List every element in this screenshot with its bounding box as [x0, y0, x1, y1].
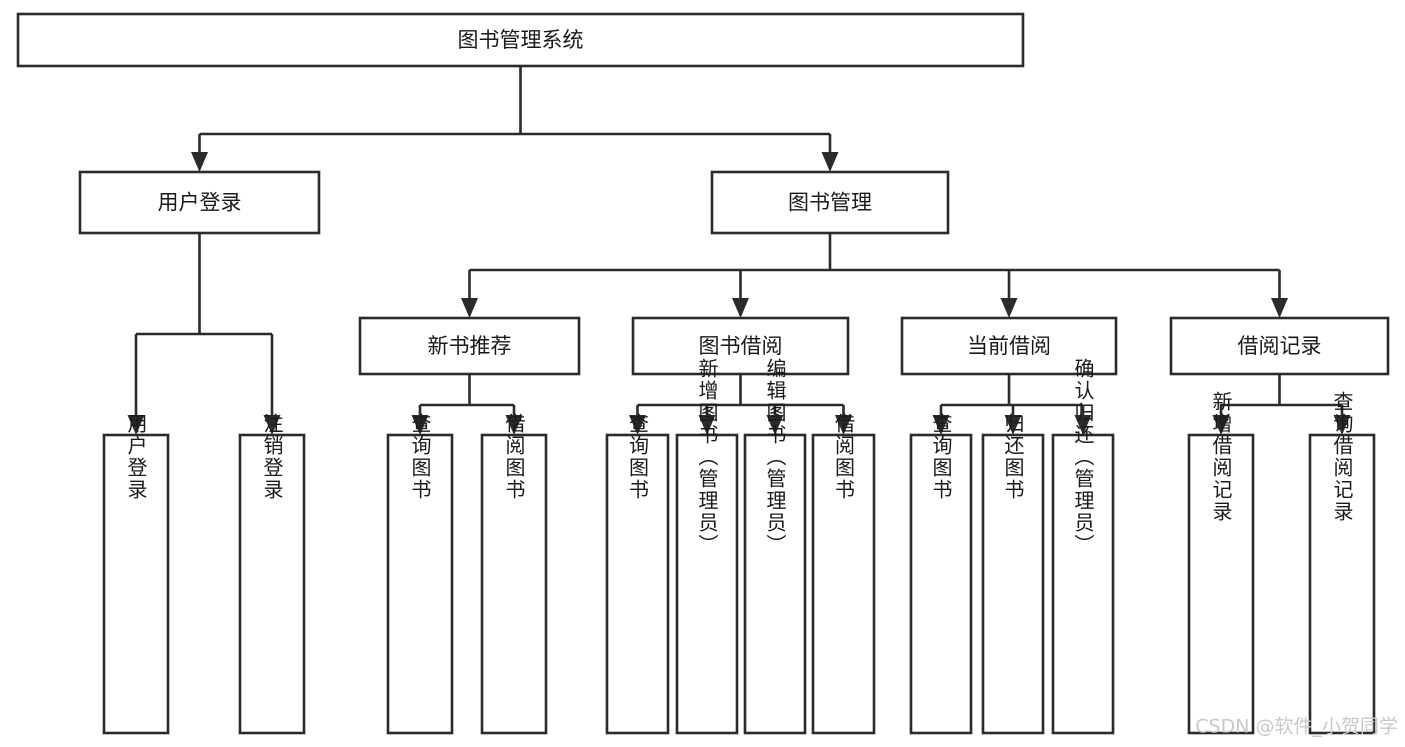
arrow-head-icon	[629, 415, 646, 435]
csdn-watermark: CSDN @软件_小贺同学	[1195, 716, 1398, 738]
leaf-node-8[interactable]: 借阅图书	[811, 413, 876, 735]
leaf-node-label: 确认归还（管理员）	[1071, 358, 1095, 556]
leaf-node-2[interactable]: 注销登录	[238, 413, 306, 735]
leaf-node-rect[interactable]	[811, 433, 876, 735]
level3-node-label: 借阅记录	[1238, 334, 1322, 358]
leaf-node-label: 编辑图书（管理员）	[763, 358, 787, 556]
level3-node-label: 图书借阅	[699, 334, 783, 358]
leaf-node-rect[interactable]	[909, 433, 973, 735]
arrow-head-icon	[932, 415, 950, 435]
arrow-head-icon	[505, 415, 523, 435]
level3-node-label: 新书推荐	[428, 334, 512, 358]
root-node-1[interactable]: 图书管理系统	[16, 12, 1025, 68]
arrow-head-icon	[766, 415, 784, 435]
arrow-head-icon	[263, 415, 281, 435]
leaf-node-rect[interactable]	[605, 433, 670, 735]
level2-node-rect[interactable]	[710, 170, 950, 235]
level3-node-rect[interactable]	[900, 316, 1118, 376]
level2-node-label: 图书管理	[788, 191, 872, 215]
leaf-node-rect[interactable]	[386, 433, 454, 735]
leaf-node-rect[interactable]	[238, 433, 306, 735]
arrow-head-icon	[127, 415, 145, 435]
leaf-node-11[interactable]: 确认归还（管理员）	[1051, 358, 1115, 735]
arrow-head-icon	[821, 152, 839, 172]
level3-node-rect[interactable]	[631, 316, 850, 376]
leaf-node-label: 用户登录	[124, 413, 148, 501]
arrow-head-icon	[835, 415, 852, 435]
arrow-head-icon	[732, 298, 749, 318]
leaf-node-label: 查询图书	[929, 413, 953, 501]
leaf-node-5[interactable]: 查询图书	[605, 413, 670, 735]
leaf-node-4[interactable]: 借阅图书	[480, 413, 548, 735]
level3-node-3[interactable]: 当前借阅	[900, 316, 1118, 376]
arrow-head-icon	[1212, 415, 1230, 435]
leaf-node-6[interactable]: 新增图书（管理员）	[675, 358, 739, 735]
level3-node-4[interactable]: 借阅记录	[1169, 316, 1390, 376]
leaf-node-rect[interactable]	[675, 433, 739, 735]
leaf-node-label: 归还图书	[1001, 413, 1025, 501]
leaf-node-label: 新增图书（管理员）	[695, 358, 719, 556]
arrow-head-icon	[1333, 415, 1351, 435]
arrow-head-icon	[411, 415, 429, 435]
level3-node-label: 当前借阅	[967, 334, 1051, 358]
leaf-node-12[interactable]: 新增借阅记录	[1187, 391, 1255, 735]
leaf-node-rect[interactable]	[1051, 433, 1115, 735]
leaf-node-1[interactable]: 用户登录	[102, 413, 170, 735]
arrow-head-icon	[191, 152, 208, 172]
arrow-head-icon	[461, 298, 478, 318]
leaf-node-rect[interactable]	[981, 433, 1045, 735]
leaf-node-10[interactable]: 归还图书	[981, 413, 1045, 735]
arrow-head-icon	[1074, 415, 1092, 435]
leaf-node-rect[interactable]	[480, 433, 548, 735]
leaf-node-3[interactable]: 查询图书	[386, 413, 454, 735]
leaf-node-label: 注销登录	[260, 413, 284, 501]
leaf-node-7[interactable]: 编辑图书（管理员）	[743, 358, 807, 735]
leaf-node-label: 查询图书	[408, 413, 432, 501]
leaf-node-label: 借阅图书	[502, 413, 526, 501]
leaf-node-rect[interactable]	[1308, 433, 1376, 735]
arrow-head-icon	[1271, 298, 1288, 318]
leaf-node-9[interactable]: 查询图书	[909, 413, 973, 735]
leaf-node-13[interactable]: 查询借阅记录	[1308, 391, 1376, 735]
root-node-rect[interactable]	[16, 12, 1025, 68]
level2-node-rect[interactable]	[78, 170, 321, 235]
connector-edges-layer	[127, 66, 1351, 435]
leaf-node-rect[interactable]	[743, 433, 807, 735]
level3-node-rect[interactable]	[1169, 316, 1390, 376]
level3-node-rect[interactable]	[358, 316, 581, 376]
node-boxes-layer: 图书管理系统用户登录图书管理新书推荐图书借阅当前借阅借阅记录用户登录注销登录查询…	[16, 12, 1390, 735]
level3-node-1[interactable]: 新书推荐	[358, 316, 581, 376]
leaf-node-rect[interactable]	[102, 433, 170, 735]
arrow-head-icon	[698, 415, 716, 435]
leaf-node-label: 查询图书	[626, 413, 650, 501]
level3-node-2[interactable]: 图书借阅	[631, 316, 850, 376]
root-node-label: 图书管理系统	[458, 28, 584, 52]
arrow-head-icon	[1000, 298, 1018, 318]
arrow-head-icon	[1004, 415, 1022, 435]
leaf-node-label: 查询借阅记录	[1330, 391, 1354, 523]
leaf-node-rect[interactable]	[1187, 433, 1255, 735]
level2-node-1[interactable]: 用户登录	[78, 170, 321, 235]
leaf-node-label: 新增借阅记录	[1209, 391, 1233, 523]
leaf-node-label: 借阅图书	[832, 413, 856, 501]
level2-node-label: 用户登录	[158, 191, 242, 215]
level2-node-2[interactable]: 图书管理	[710, 170, 950, 235]
